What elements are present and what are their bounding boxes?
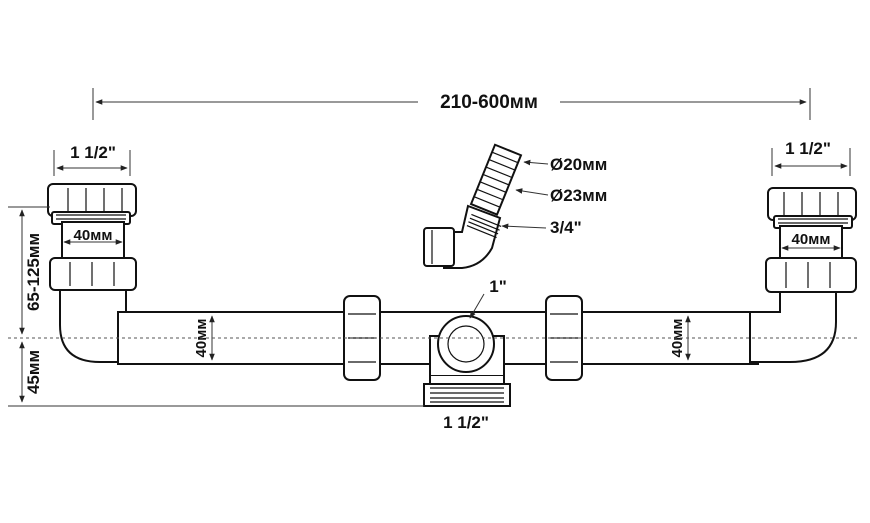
outlet-height-label: 45мм xyxy=(24,350,43,394)
right-union-nut xyxy=(545,295,583,381)
left-inlet-size-label: 1 1/2" xyxy=(70,143,116,162)
bottom-outlet xyxy=(423,383,511,407)
right-pipe-diameter-label: 40мм xyxy=(669,319,686,358)
hose-thread-label: 3/4" xyxy=(550,218,582,237)
right-inlet: 1 1/2" 40мм xyxy=(749,139,857,363)
tee-side-port xyxy=(437,315,495,373)
hose-outer-small-label: Ø20мм xyxy=(550,155,607,174)
right-lower-nut xyxy=(765,257,857,293)
hose-outer-large-label: Ø23мм xyxy=(550,186,607,205)
height-range-label: 65-125мм xyxy=(24,233,43,311)
left-inlet-diameter-label: 40мм xyxy=(74,227,113,244)
width-dimension: 210-600мм xyxy=(92,88,811,120)
tee-top-size-label: 1" xyxy=(489,277,507,296)
left-lower-nut xyxy=(49,257,137,291)
right-inlet-size-label: 1 1/2" xyxy=(785,139,831,158)
height-dimensions: 65-125мм 45мм xyxy=(8,206,860,407)
right-inlet-diameter-label: 40мм xyxy=(792,231,831,248)
hose-elbow-fitting: Ø20мм Ø23мм 3/4" xyxy=(423,143,607,269)
left-inlet: 1 1/2" 40мм xyxy=(47,143,137,363)
central-tee: 1" 1 1/2" xyxy=(423,277,511,432)
outlet-size-label: 1 1/2" xyxy=(443,413,489,432)
width-range-label: 210-600мм xyxy=(440,92,538,113)
